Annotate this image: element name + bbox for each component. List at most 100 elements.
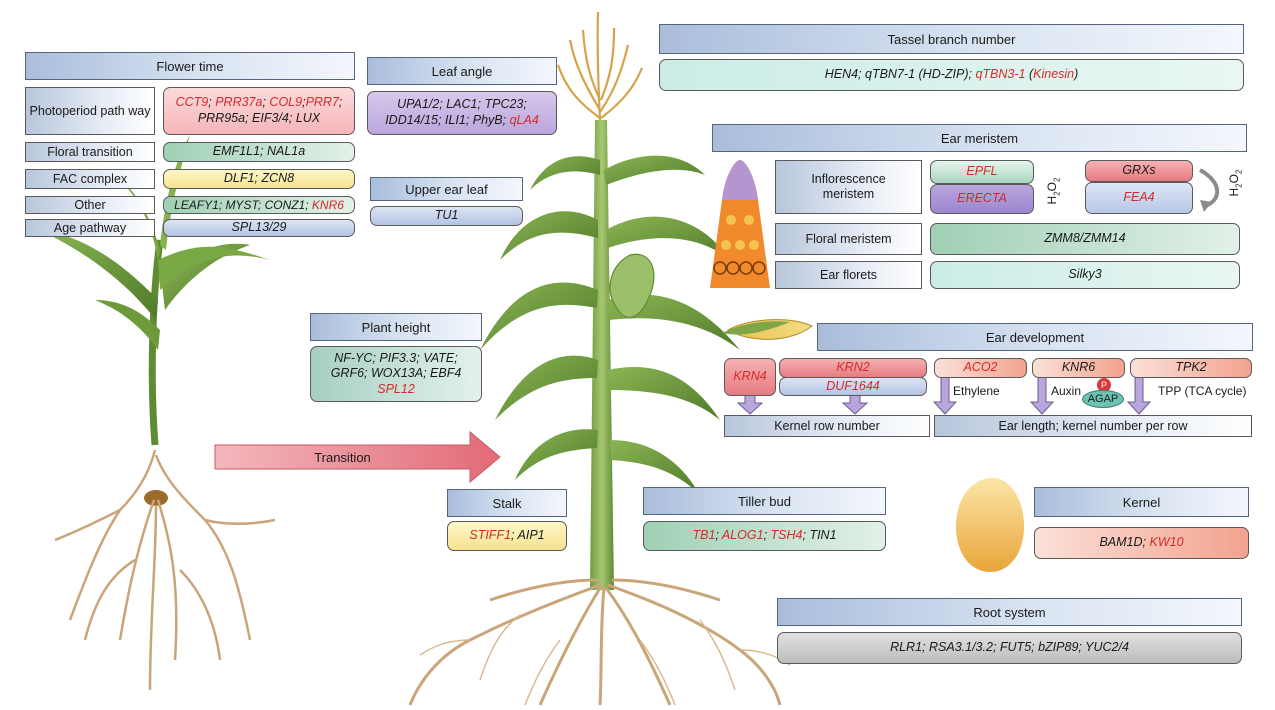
gene-name: ; xyxy=(338,95,343,110)
gene-name: BAM1D xyxy=(1099,535,1143,550)
photoperiod-genes-line2: PRR95a; EIF3/4; LUX xyxy=(198,111,320,127)
erecta-label: ERECTA xyxy=(957,191,1007,206)
gene-name: ; xyxy=(454,350,458,365)
gene-name: ; xyxy=(245,111,253,125)
gene-name: ); xyxy=(964,67,976,82)
gene-name: ; xyxy=(1031,640,1039,655)
h2o2-right-label: H2O2 xyxy=(1226,169,1244,197)
floral-meristem-gene-text: ZMM8/ZMM14 xyxy=(1044,231,1126,246)
kernel-header: Kernel xyxy=(1034,487,1249,517)
gene-name: COL9 xyxy=(269,95,303,110)
gene-name: VATE xyxy=(423,350,455,365)
gene-name: GRF6 xyxy=(330,366,365,381)
gene-name: ; xyxy=(502,113,510,127)
stalk-gene-list: STIFF1; AIP1 xyxy=(469,528,544,544)
gene-name: ; xyxy=(439,97,447,112)
floral-transition-genes: EMF1L1; NAL1a xyxy=(163,142,355,162)
gene-name: AIP1 xyxy=(517,528,545,543)
gene-name: DLF1 xyxy=(223,171,255,186)
knr6-box: KNR6 xyxy=(1032,358,1125,378)
gene-name: ) xyxy=(1074,67,1079,82)
fac-complex-gene-list: DLF1; ZCN8 xyxy=(224,171,294,187)
duf1644-label: DUF1644 xyxy=(826,378,880,393)
auxin-text: Auxin xyxy=(1051,384,1082,398)
upper-ear-leaf-gene-list: TU1 xyxy=(435,208,459,224)
gene-name: ; xyxy=(438,113,445,127)
agap-text: AGAP xyxy=(1087,393,1119,405)
kernel-genes: BAM1D; KW10 xyxy=(1034,527,1249,559)
tiller-bud-header: Tiller bud xyxy=(643,487,886,515)
floral-transition-gene-list: EMF1L1; NAL1a xyxy=(213,144,305,160)
gene-name: TIN1 xyxy=(809,528,837,543)
gene-name: ILI1 xyxy=(444,113,466,127)
gene-name: PIF3.3 xyxy=(379,350,417,365)
gene-name: ; xyxy=(858,67,865,82)
gene-name: ; xyxy=(922,640,929,655)
gene-name: ZCN8 xyxy=(261,171,295,186)
erecta-box: ERECTA xyxy=(930,184,1034,214)
gene-name: PRR37a xyxy=(215,95,263,110)
gene-name: TSH4 xyxy=(770,528,803,543)
tiller-bud-genes: TB1; ALOG1; TSH4; TIN1 xyxy=(643,521,886,551)
krn2-box: KRN2 xyxy=(779,358,927,378)
root-system-header: Root system xyxy=(777,598,1242,626)
ethylene-text: Ethylene xyxy=(953,384,1000,398)
gene-name: ; xyxy=(416,350,424,365)
ear-florets-label: Ear florets xyxy=(775,261,922,289)
gene-name: IDD14/15 xyxy=(385,113,438,127)
kernel-gene-list: BAM1D; KW10 xyxy=(1099,535,1183,551)
gene-name: ; xyxy=(715,528,722,543)
plant-height-genes-line1: NF-YC; PIF3.3; VATE; xyxy=(334,351,457,367)
gene-name: Kinesin xyxy=(1033,67,1075,82)
other-gene-list: LEAFY1; MYST; CONZ1; KNR6 xyxy=(174,198,344,213)
plant-height-title: Plant height xyxy=(361,319,431,335)
root-system-genes: RLR1; RSA3.1/3.2; FUT5; bZIP89; YUC2/4 xyxy=(777,632,1242,664)
gene-name: HD-ZIP xyxy=(922,67,965,82)
gene-name: ; xyxy=(477,97,485,112)
ear-development-header: Ear development xyxy=(817,323,1253,351)
floral-meristem-genes: ZMM8/ZMM14 xyxy=(930,223,1240,255)
flower-time-header: Flower time xyxy=(25,52,355,80)
photoperiod-genes: CCT9; PRR37a; COL9;PRR7; PRR95a; EIF3/4;… xyxy=(163,87,355,135)
stalk-header: Stalk xyxy=(447,489,567,517)
transition-arrow: Transition xyxy=(215,445,470,469)
krn4-box: KRN4 xyxy=(724,358,776,396)
age-pathway-label-text: Age pathway xyxy=(53,220,127,235)
gene-name: MYST xyxy=(225,197,258,212)
floral-transition-label-text: Floral transition xyxy=(47,144,133,159)
tassel-header: Tassel branch number xyxy=(659,24,1244,54)
gene-name: FUT5 xyxy=(999,640,1032,655)
tpk2-box: TPK2 xyxy=(1130,358,1252,378)
upper-ear-leaf-title: Upper ear leaf xyxy=(405,181,488,197)
gene-name: ; xyxy=(257,197,265,212)
stalk-title: Stalk xyxy=(492,495,522,511)
gene-name: bZIP89 xyxy=(1038,640,1079,655)
plant-height-genes-line2: GRF6; WOX13A; EBF4 xyxy=(331,366,462,382)
tpp-text: TPP (TCA cycle) xyxy=(1158,384,1247,398)
tassel-title: Tassel branch number xyxy=(887,31,1016,47)
other-genes: LEAFY1; MYST; CONZ1; KNR6 xyxy=(163,196,355,214)
tiller-bud-gene-list: TB1; ALOG1; TSH4; TIN1 xyxy=(692,528,836,544)
plant-height-genes-line3: SPL12 xyxy=(377,382,415,398)
flower-time-title: Flower time xyxy=(156,58,224,74)
gene-name: ; xyxy=(260,144,267,159)
h2o2-right: H2O2 xyxy=(1220,169,1250,197)
gene-name: PhyB xyxy=(472,113,503,127)
gene-name: qTBN7-1 xyxy=(865,67,916,82)
gene-name: ; xyxy=(208,95,216,110)
duf1644-box: DUF1644 xyxy=(779,377,927,396)
gene-name: CONZ1 xyxy=(264,197,306,212)
leaf-angle-title: Leaf angle xyxy=(431,63,493,79)
gene-name: LEAFY1 xyxy=(174,197,219,212)
plant-height-genes: NF-YC; PIF3.3; VATE; GRF6; WOX13A; EBF4 … xyxy=(310,346,482,402)
auxin-label: Auxin xyxy=(1051,384,1081,398)
gene-name: PRR95a xyxy=(197,111,246,125)
gene-name: ; xyxy=(254,171,262,186)
gene-name: ; xyxy=(305,197,312,212)
fac-complex-label: FAC complex xyxy=(25,169,155,189)
fea4-label: FEA4 xyxy=(1123,190,1155,205)
gene-name: NAL1a xyxy=(266,144,306,159)
gene-name: ( xyxy=(1025,67,1034,82)
gene-name: LUX xyxy=(295,111,321,125)
tassel-gene-list: HEN4; qTBN7-1 (HD-ZIP); qTBN3-1 (Kinesin… xyxy=(825,67,1079,83)
